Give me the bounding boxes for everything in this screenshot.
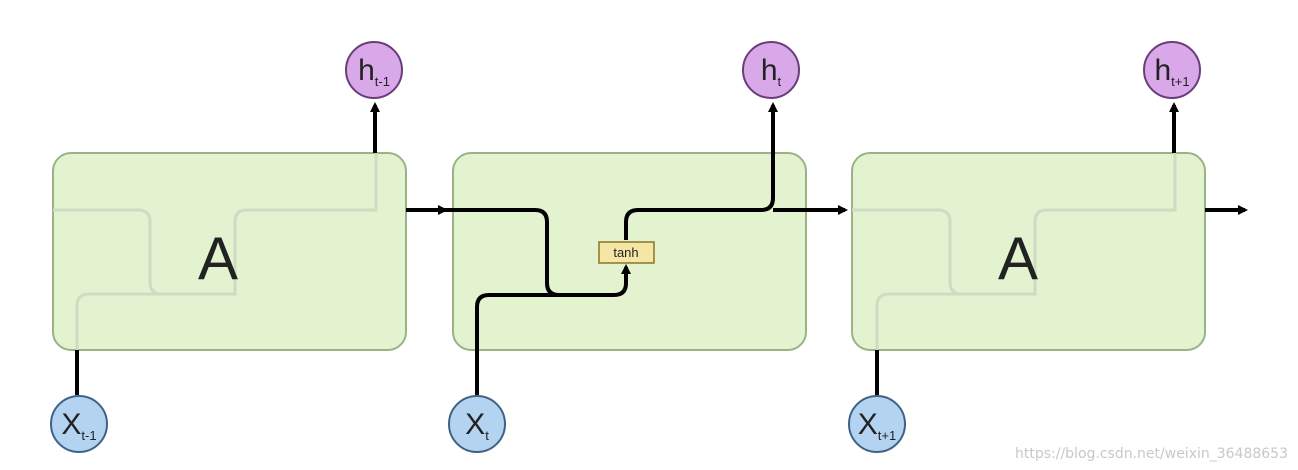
tanh-output-path [624,102,778,240]
svg-text:Xt+1: Xt+1 [858,408,896,443]
cell-label-left: A [198,225,238,292]
faint-internal-paths [53,153,1177,350]
output-node-h-t: ht [742,41,800,99]
input-node-x-t-minus-1: Xt-1 [50,395,108,453]
input-path-middle [475,293,598,395]
input-node-x-t: Xt [448,395,506,453]
svg-text:Xt: Xt [465,408,489,443]
output-node-h-t-plus-1: ht+1 [1143,41,1201,99]
output-node-h-t-minus-1: ht-1 [345,41,403,99]
tanh-gate-label: tanh [613,245,638,260]
input-node-x-t-plus-1: Xt+1 [848,395,906,453]
merge-to-tanh-path [598,264,631,297]
cell-box-left [52,152,407,351]
svg-text:ht: ht [761,54,782,89]
svg-text:ht-1: ht-1 [358,54,390,89]
cell-label-right: A [998,225,1038,292]
svg-text:ht+1: ht+1 [1154,54,1189,89]
watermark: https://blog.csdn.net/weixin_36488653 [1014,446,1288,462]
tanh-gate [598,241,655,264]
cell-box-right [851,152,1206,351]
svg-text:Xt-1: Xt-1 [61,408,96,443]
